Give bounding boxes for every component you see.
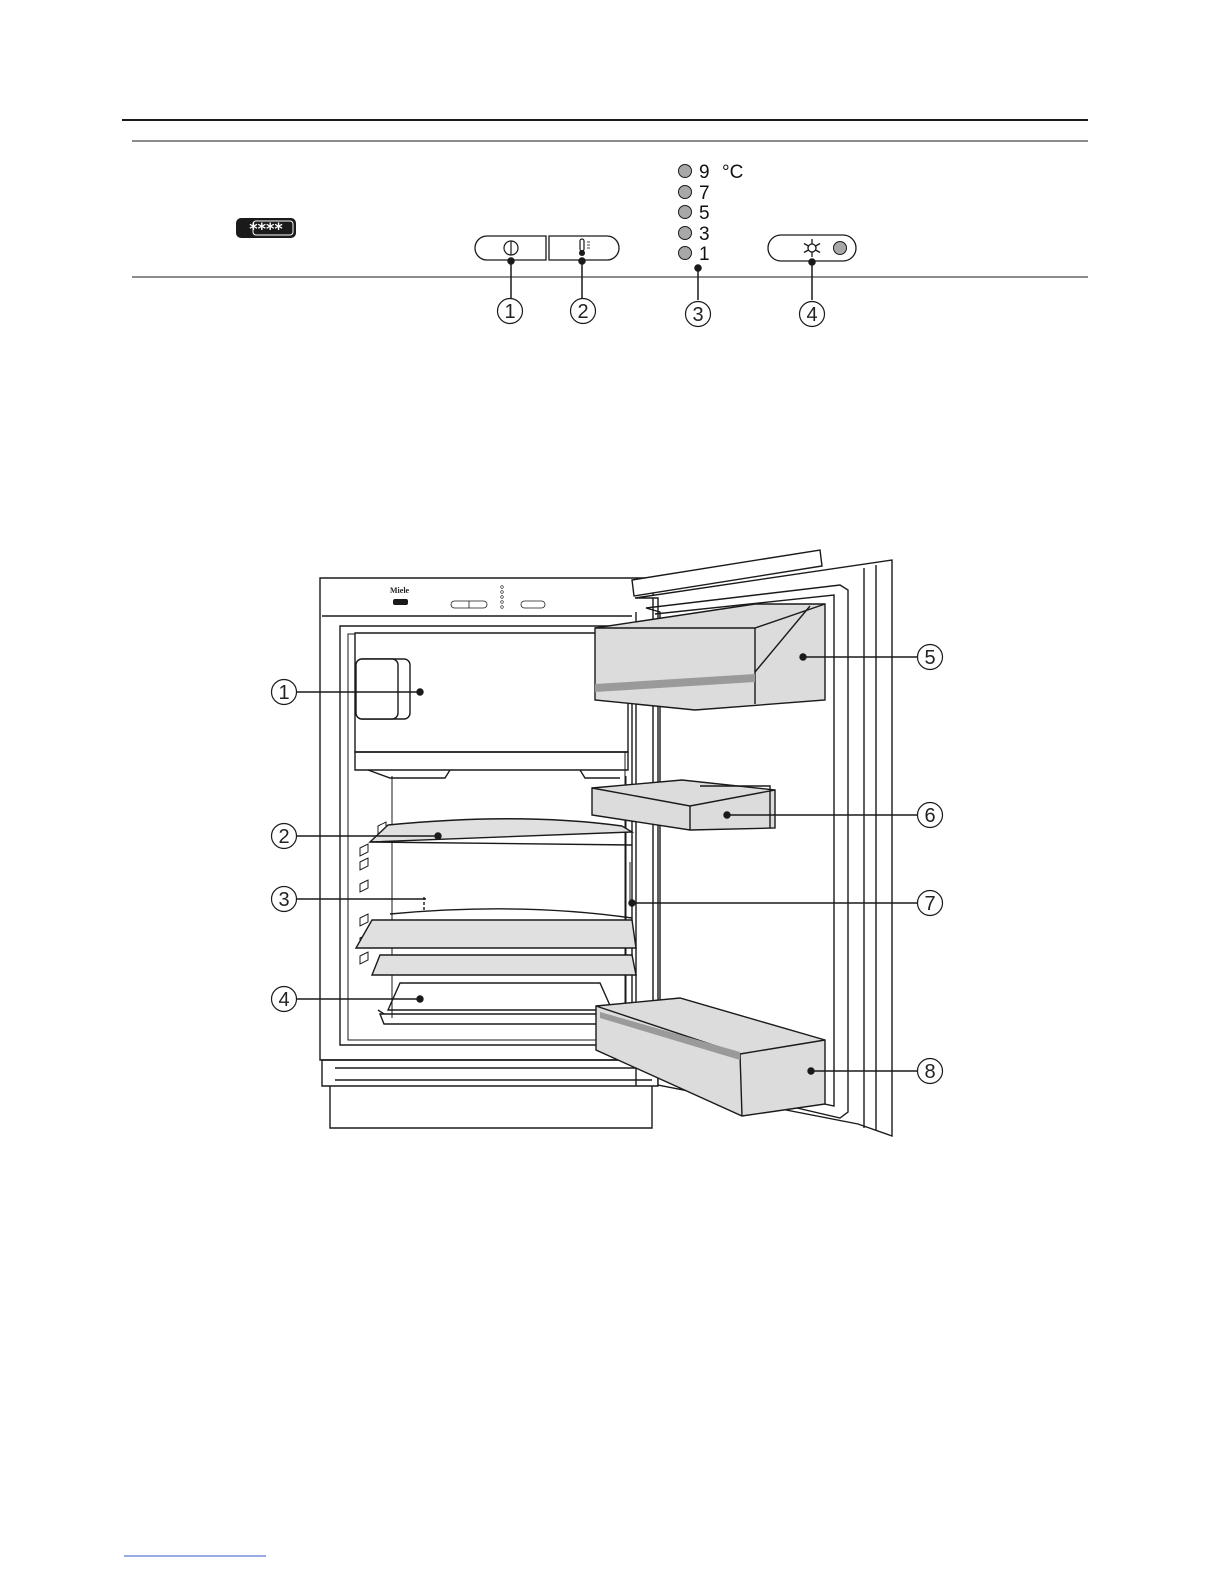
svg-text:3: 3 bbox=[692, 304, 703, 326]
appliance-callout-7: 7 bbox=[918, 891, 943, 916]
temperature-level-7: 7 bbox=[699, 183, 710, 204]
temperature-level-3: 3 bbox=[699, 224, 710, 245]
svg-text:6: 6 bbox=[924, 805, 935, 827]
indicator-led-7 bbox=[679, 186, 692, 199]
svg-text:3: 3 bbox=[278, 889, 289, 911]
svg-text:2: 2 bbox=[577, 301, 588, 323]
appliance-callout-8: 8 bbox=[918, 1059, 943, 1084]
appliance-callout-6: 6 bbox=[918, 803, 943, 828]
glass-shelf-lower bbox=[356, 920, 636, 948]
supercool-button[interactable] bbox=[768, 235, 856, 261]
panel-callout-4: 4 bbox=[800, 302, 825, 327]
panel-leader-lines bbox=[508, 258, 815, 300]
svg-text:2: 2 bbox=[278, 826, 289, 848]
on-off-button[interactable] bbox=[475, 236, 546, 260]
refrigerator-illustration: Miele bbox=[320, 550, 892, 1136]
appliance-callout-1: 1 bbox=[272, 680, 297, 705]
panel-callout-1: 1 bbox=[498, 299, 523, 324]
svg-text:4: 4 bbox=[806, 304, 817, 326]
cabinet-base bbox=[322, 1060, 658, 1086]
appliance-callout-4: 4 bbox=[272, 987, 297, 1012]
temperature-level-5: 5 bbox=[699, 203, 710, 224]
temperature-level-1: 1 bbox=[699, 244, 710, 265]
appliance-callout-5: 5 bbox=[918, 645, 943, 670]
panel-callout-2: 2 bbox=[571, 299, 596, 324]
svg-text:8: 8 bbox=[924, 1061, 935, 1083]
appliance-callout-2: 2 bbox=[272, 824, 297, 849]
temperature-level-9: 9 bbox=[699, 162, 710, 183]
svg-text:5: 5 bbox=[924, 647, 935, 669]
temperature-indicator: 9 °C 7 5 3 1 bbox=[679, 162, 744, 265]
freezer-star-rating: **** bbox=[249, 219, 283, 238]
indicator-led-1 bbox=[679, 247, 692, 260]
freezer-star-rating-badge: **** bbox=[236, 218, 296, 238]
panel-callout-3: 3 bbox=[686, 302, 711, 327]
svg-text:4: 4 bbox=[278, 989, 289, 1011]
appliance-callout-3: 3 bbox=[272, 887, 297, 912]
svg-text:7: 7 bbox=[924, 893, 935, 915]
indicator-led-9 bbox=[679, 165, 692, 178]
supercool-indicator-led bbox=[834, 242, 847, 255]
temperature-unit: °C bbox=[722, 162, 743, 183]
indicator-led-3 bbox=[679, 227, 692, 240]
svg-text:1: 1 bbox=[504, 301, 515, 323]
svg-text:1: 1 bbox=[278, 682, 289, 704]
control-panel: **** 9 bbox=[236, 162, 856, 327]
temperature-button[interactable] bbox=[549, 236, 619, 260]
brand-logo: Miele bbox=[390, 586, 410, 595]
indicator-led-5 bbox=[679, 206, 692, 219]
